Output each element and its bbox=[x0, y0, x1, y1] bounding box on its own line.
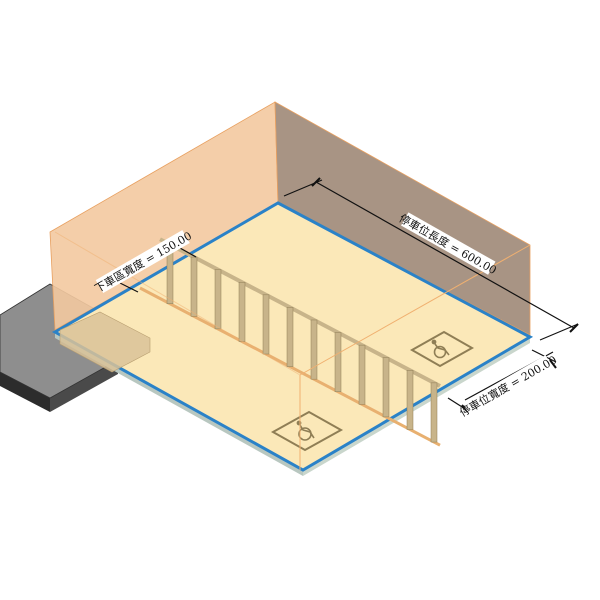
hatch-stripe bbox=[190, 256, 198, 317]
accessible-symbol-1 bbox=[409, 330, 475, 368]
hatch-stripe bbox=[310, 319, 318, 380]
hatch-stripe bbox=[238, 281, 246, 342]
dimension-dropoff-width bbox=[117, 247, 197, 293]
dimension-length bbox=[283, 177, 579, 341]
right-wall bbox=[274, 101, 531, 336]
hatch-stripe bbox=[214, 269, 222, 330]
hatch-stripe bbox=[382, 357, 390, 418]
hatch-stripe bbox=[286, 307, 294, 367]
hatch-top-edge bbox=[159, 237, 441, 388]
dropoff-hatch-zone bbox=[139, 237, 441, 447]
wheelchair-icon bbox=[431, 339, 450, 359]
wheelchair-icon bbox=[296, 420, 315, 441]
accessible-symbol-2 bbox=[270, 410, 344, 452]
hatch-stripe bbox=[262, 294, 270, 355]
hatch-stripe bbox=[334, 332, 342, 393]
dropoff-step bbox=[59, 311, 151, 373]
hatch-stripe bbox=[406, 370, 414, 430]
hatch-stripe bbox=[358, 344, 366, 405]
hatch-stripe bbox=[430, 382, 438, 443]
